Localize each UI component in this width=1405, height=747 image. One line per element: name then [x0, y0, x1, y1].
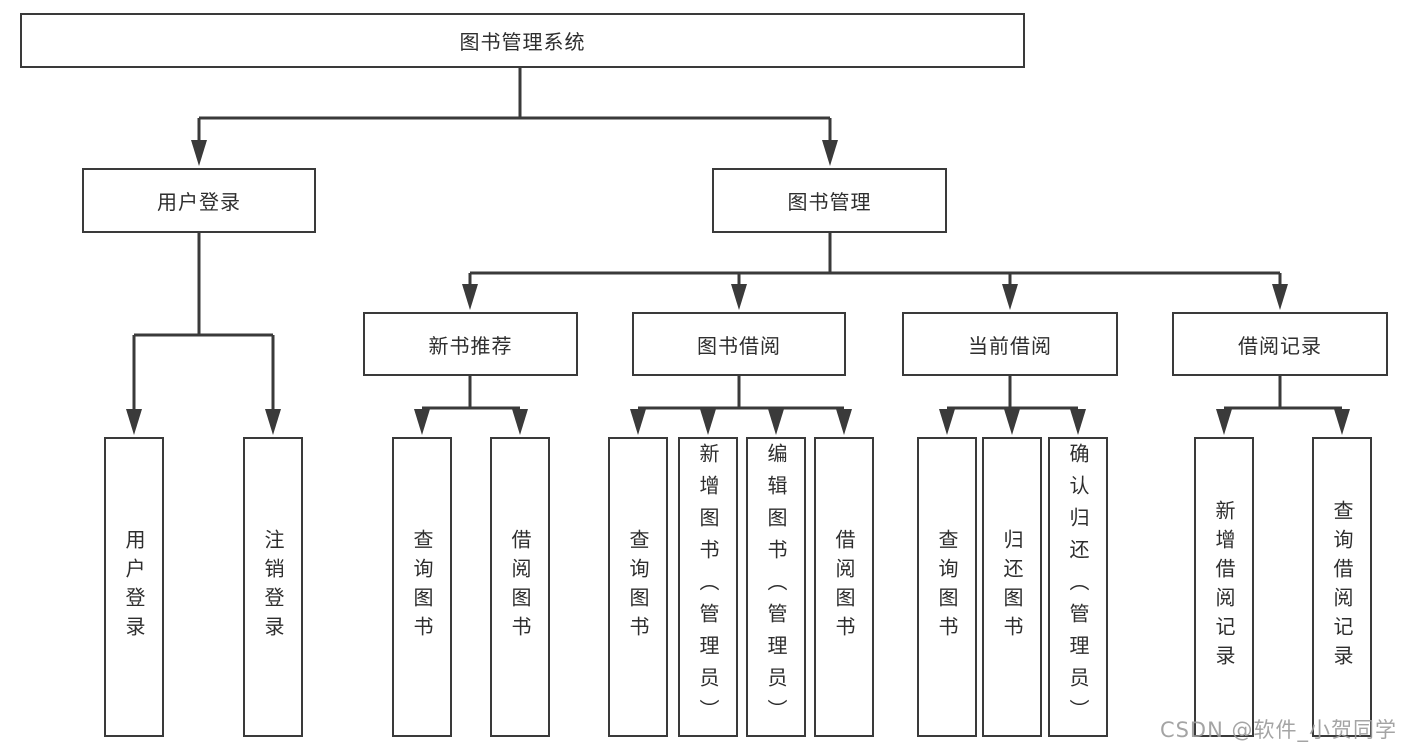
arrowhead — [191, 140, 207, 166]
node-label: 查询图书 — [626, 529, 650, 645]
leaf-confirm-return-admin: 确认归还（管理员） — [1048, 437, 1108, 737]
connector-line — [468, 233, 1282, 290]
arrowhead — [939, 409, 955, 435]
connector-root-to-level2 — [191, 68, 838, 166]
connector-line — [947, 376, 1078, 410]
connector-line — [197, 68, 832, 145]
arrowhead — [1216, 409, 1232, 435]
node-label: 图书管理 — [787, 190, 872, 214]
arrowhead — [630, 409, 646, 435]
leaf-query-book-2: 查询图书 — [608, 437, 668, 737]
leaf-add-book-admin: 新增图书（管理员） — [678, 437, 738, 737]
connector-borrow-record-to-children — [1216, 376, 1350, 435]
node-label: 借阅记录 — [1238, 333, 1322, 358]
connector-line — [638, 376, 844, 410]
watermark: CSDN @软件_小贺同学 — [1159, 718, 1397, 742]
leaf-edit-book-admin: 编辑图书（管理员） — [746, 437, 806, 737]
arrowhead — [414, 409, 430, 435]
arrowhead — [731, 284, 747, 310]
connector-book-management-to-sections — [462, 233, 1288, 310]
arrowhead — [768, 409, 784, 435]
leaf-query-book-3: 查询图书 — [917, 437, 977, 737]
node-label: 图书借阅 — [697, 333, 781, 358]
node-label: 用户登录 — [157, 190, 241, 214]
node-label: 新增借阅记录 — [1212, 500, 1236, 674]
connector-line — [422, 376, 520, 410]
node-new-book-recommend: 新书推荐 — [363, 312, 578, 376]
node-label: 查询图书 — [410, 529, 434, 645]
arrowhead — [1070, 409, 1086, 435]
node-label: 用户登录 — [122, 529, 146, 645]
connector-current-borrow-to-children — [939, 376, 1086, 435]
arrowhead — [126, 409, 142, 435]
connector-new-book-to-children — [414, 376, 528, 435]
leaf-query-book-1: 查询图书 — [392, 437, 452, 737]
node-label: 编辑图书（管理员） — [764, 443, 788, 731]
node-library-management-system: 图书管理系统 — [20, 13, 1025, 68]
arrowhead — [1272, 284, 1288, 310]
node-label: 新增图书（管理员） — [696, 443, 720, 731]
node-label: 图书管理系统 — [459, 30, 586, 54]
connector-line — [132, 233, 275, 418]
arrowhead — [1334, 409, 1350, 435]
arrowhead — [822, 140, 838, 166]
leaf-borrow-book-1: 借阅图书 — [490, 437, 550, 737]
leaf-query-borrow-record: 查询借阅记录 — [1312, 437, 1372, 737]
node-user-login: 用户登录 — [82, 168, 316, 233]
arrowhead — [700, 409, 716, 435]
leaf-return-book: 归还图书 — [982, 437, 1042, 737]
node-label: 查询借阅记录 — [1330, 500, 1354, 674]
leaf-add-borrow-record: 新增借阅记录 — [1194, 437, 1254, 737]
node-borrow-record: 借阅记录 — [1172, 312, 1388, 376]
node-current-borrow: 当前借阅 — [902, 312, 1118, 376]
leaf-logout: 注销登录 — [243, 437, 303, 737]
node-label: 当前借阅 — [968, 333, 1052, 358]
connector-user-login-to-children — [126, 233, 281, 435]
node-book-management: 图书管理 — [712, 168, 947, 233]
node-book-borrow: 图书借阅 — [632, 312, 846, 376]
leaf-user-login: 用户登录 — [104, 437, 164, 737]
node-label: 注销登录 — [261, 529, 285, 645]
arrowhead — [836, 409, 852, 435]
arrowhead — [1002, 284, 1018, 310]
leaf-borrow-book-2: 借阅图书 — [814, 437, 874, 737]
node-label: 查询图书 — [935, 529, 959, 645]
node-label: 新书推荐 — [428, 333, 513, 358]
connector-line — [1224, 376, 1342, 410]
node-label: 借阅图书 — [832, 529, 856, 645]
arrowhead — [462, 284, 478, 310]
arrowhead — [1004, 409, 1020, 435]
arrowhead — [265, 409, 281, 435]
arrowhead — [512, 409, 528, 435]
node-label: 借阅图书 — [508, 529, 532, 645]
node-label: 归还图书 — [1000, 529, 1024, 645]
node-label: 确认归还（管理员） — [1066, 443, 1090, 731]
connector-book-borrow-to-children — [630, 376, 852, 435]
